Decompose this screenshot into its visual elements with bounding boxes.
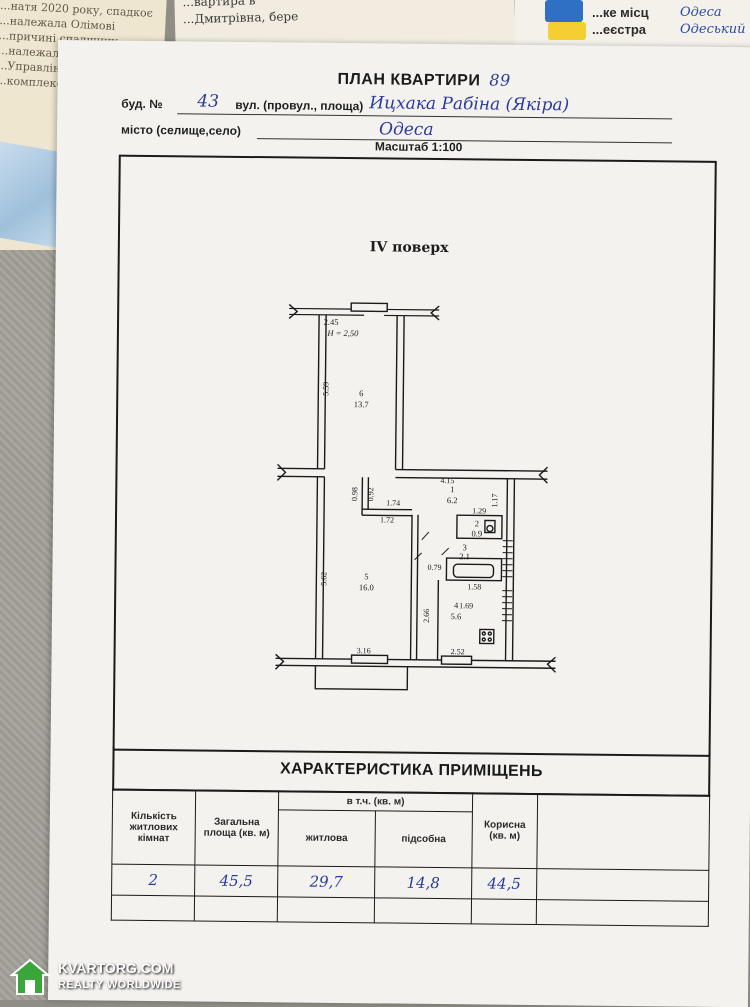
building-number: 43 [197,91,220,112]
room-2-number: 2 [475,518,479,528]
background-register-text: ...ке місц ...еєстра [592,5,649,37]
empty-cell [277,896,375,923]
dim-1-69: 1.69 [459,601,473,610]
value-empty [536,868,709,902]
dim-2-45: 2.45 [324,317,339,327]
sheet-title: ПЛАН КВАРТИРИ 89 [337,70,511,90]
room-5-number: 5 [364,571,368,581]
flag-icon-yellow [548,22,586,40]
flag-icon [545,0,583,22]
header-empty [536,793,710,871]
watermark-tagline: REALTY WORLDWIDE [58,979,181,991]
room-4-number: 4 [454,600,459,610]
dim-1-29: 1.29 [472,506,486,515]
city-label: місто (селище,село) [120,122,242,138]
dim-0-92: 0.92 [366,487,375,501]
dim-5-59: 5.59 [321,382,330,396]
room-3-number: 3 [463,542,467,552]
underline [256,138,672,144]
background-handwriting: Одеса Одеський [680,5,746,37]
value-useful-area: 44,5 [471,867,537,900]
dim-1-17: 1.17 [490,494,499,508]
empty-cell [374,897,472,924]
value-auxiliary-area: 14,8 [374,866,472,899]
floor-plan-sheet: ПЛАН КВАРТИРИ 89 буд. № 43 вул. (провул.… [47,40,750,1007]
building-row: буд. № [121,96,163,112]
dim-2-66: 2.66 [422,609,431,623]
room-2-area: 0.9 [471,528,482,538]
empty-cell [471,898,537,925]
header-rooms-count: Кількість житлових кімнат [111,789,196,865]
room-6-area: 13.7 [354,399,369,409]
room-1-area: 6.2 [447,495,458,505]
room-3-area: 2.1 [459,551,470,561]
header-including: в т.ч. (кв. м) [278,790,473,813]
dim-1-58: 1.58 [467,582,481,591]
header-useful-area: Корисна (кв. м) [471,792,538,869]
value-rooms-count: 2 [111,864,195,896]
dim-4-15: 4.15 [440,476,454,485]
plan-frame: IV поверх [112,154,717,757]
header-living-area: житлова [277,810,376,867]
dim-1-72: 1.72 [380,515,394,524]
scale-label: Масштаб 1:100 [374,139,463,155]
room-1-number: 1 [450,484,454,494]
empty-cell [111,895,195,921]
ceiling-height-note: H = 2,50 [326,328,359,338]
city-value: Одеса [378,119,434,140]
room-6-number: 6 [359,388,363,398]
floor-plan-drawing: 2.45 H = 2,50 6 13.7 5 16.0 1 6.2 2 0.9 … [274,302,557,691]
apartment-number: 89 [489,70,511,90]
street-value: Ицхака Рабіна (Якіра) [369,93,570,116]
header-total-area: Загальна площа (кв. м) [194,789,279,866]
street-label: вул. (провул., площа) [235,97,364,114]
value-living-area: 29,7 [277,865,375,898]
dim-0-79: 0.79 [427,563,441,572]
header-auxiliary-area: підсобна [374,811,473,868]
dim-0-98: 0.98 [350,487,359,501]
dim-1-74: 1.74 [386,498,400,507]
dim-5-62: 5.62 [319,572,328,586]
empty-cell [194,895,278,922]
empty-cell [536,899,709,927]
characteristics-table: Кількість житлових кімнат Загальна площа… [111,789,710,927]
dim-3-16: 3.16 [357,646,371,655]
watermark: KVARTORG.COM REALTY WORLDWIDE [10,958,180,998]
house-logo-icon [10,958,50,995]
room-4-area: 5.6 [451,611,462,621]
watermark-brand: KVARTORG.COM [58,960,174,976]
value-total-area: 45,5 [194,864,278,897]
dim-2-52: 2.52 [451,647,465,656]
room-5-area: 16.0 [359,582,374,592]
underline [177,113,673,120]
